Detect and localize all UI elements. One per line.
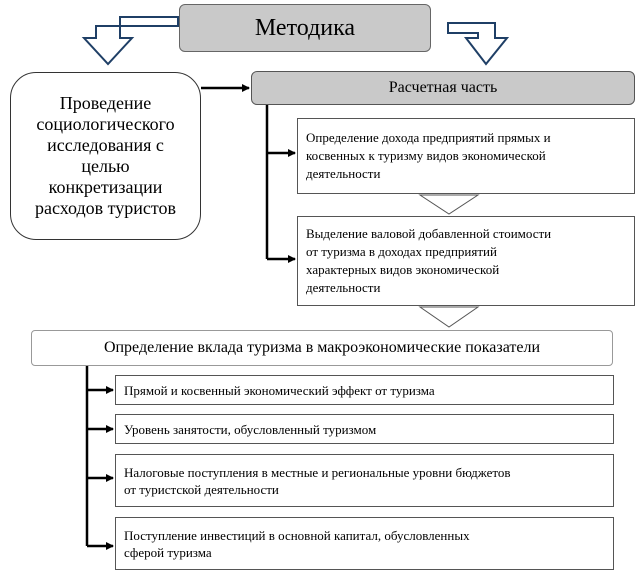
macro-item-line: Поступление инвестиций в основной капита… (124, 527, 470, 543)
outline-arrow-right-icon (447, 22, 510, 66)
macro-header: Определение вклада туризма в макроэконом… (31, 330, 613, 366)
macro-item-line: сферой туризма (124, 544, 212, 560)
step-line: косвенных к туризму видов экономической (306, 148, 546, 163)
macro-item-3: Налоговые поступления в местные и регион… (115, 454, 614, 507)
macro-item-line: Уровень занятости, обусловленный туризмо… (124, 421, 377, 437)
research-line: исследования с (47, 135, 164, 155)
research-block: Проведение социологического исследования… (10, 72, 201, 240)
research-line: расходов туристов (34, 198, 177, 218)
macro-item-4: Поступление инвестиций в основной капита… (115, 517, 614, 570)
research-line: социологического (36, 114, 175, 134)
title-box: Методика (179, 4, 431, 52)
research-line: целью (81, 156, 130, 176)
calculation-header-text: Расчетная часть (388, 79, 498, 96)
macro-header-text: Определение вклада туризма в макроэконом… (103, 339, 541, 356)
calculation-step-1: Определение дохода предприятий прямых и … (297, 118, 635, 194)
research-line: Проведение (59, 93, 152, 113)
step-line: деятельности (306, 166, 381, 181)
step-line: характерных видов экономической (306, 262, 500, 277)
step-line: от туризма в доходах предприятий (306, 244, 497, 259)
macro-item-line: от туристской деятельности (124, 481, 279, 497)
research-text: Проведение социологического исследования… (35, 93, 176, 219)
title-text: Методика (254, 14, 356, 41)
calculation-header: Расчетная часть (251, 71, 635, 105)
triangle-down-icon (418, 306, 480, 328)
outline-arrow-left-icon (81, 16, 179, 66)
research-line: конкретизации (48, 177, 163, 197)
step-line: Выделение валовой добавленной стоимости (306, 226, 552, 241)
macro-item-line: Налоговые поступления в местные и регион… (124, 464, 511, 480)
macro-item-line: Прямой и косвенный экономический эффект … (124, 382, 435, 398)
triangle-down-icon (418, 194, 480, 215)
step-line: деятельности (306, 280, 381, 295)
macro-item-1: Прямой и косвенный экономический эффект … (115, 375, 614, 405)
macro-item-2: Уровень занятости, обусловленный туризмо… (115, 414, 614, 444)
step-line: Определение дохода предприятий прямых и (306, 130, 551, 145)
calculation-step-2: Выделение валовой добавленной стоимости … (297, 216, 635, 306)
